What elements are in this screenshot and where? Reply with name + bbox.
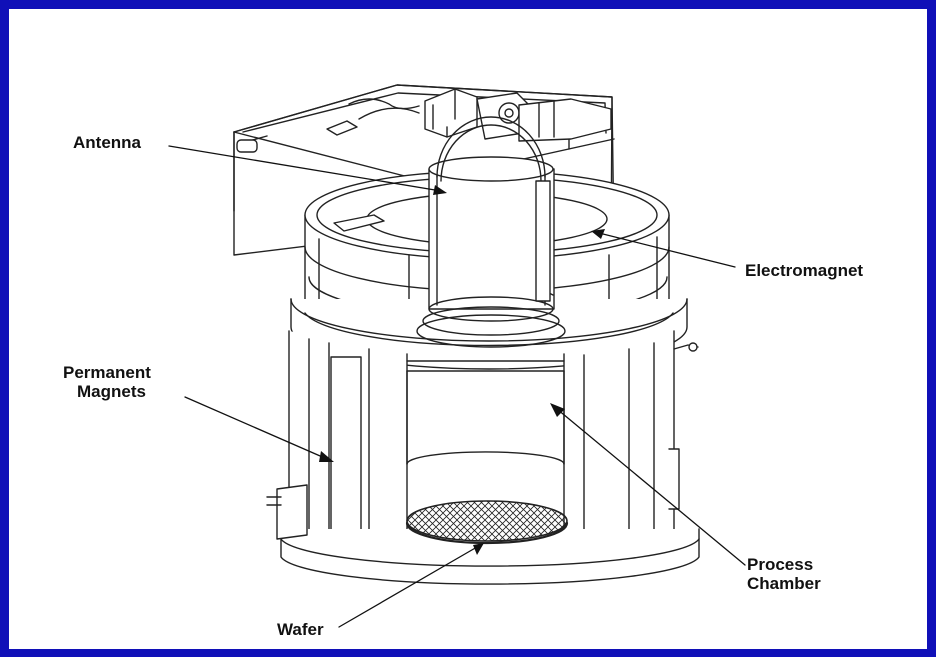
label-permanent-magnets: Permanent Magnets: [63, 363, 151, 401]
label-process-chamber: Process Chamber: [747, 555, 821, 593]
label-wafer: Wafer: [277, 620, 324, 639]
label-antenna: Antenna: [73, 133, 141, 152]
support-legs: [288, 330, 699, 566]
quartz-chamber: [416, 116, 566, 348]
label-electromagnet: Electromagnet: [745, 261, 864, 280]
wafer: [405, 500, 569, 545]
diagram-frame: Antenna Electromagnet Permanent Magnets …: [9, 9, 927, 649]
plasma-source-drawing: [168, 84, 746, 628]
waveguide-hardware: [326, 88, 612, 142]
leader-lines: [168, 145, 746, 628]
base-plate: [266, 484, 700, 585]
